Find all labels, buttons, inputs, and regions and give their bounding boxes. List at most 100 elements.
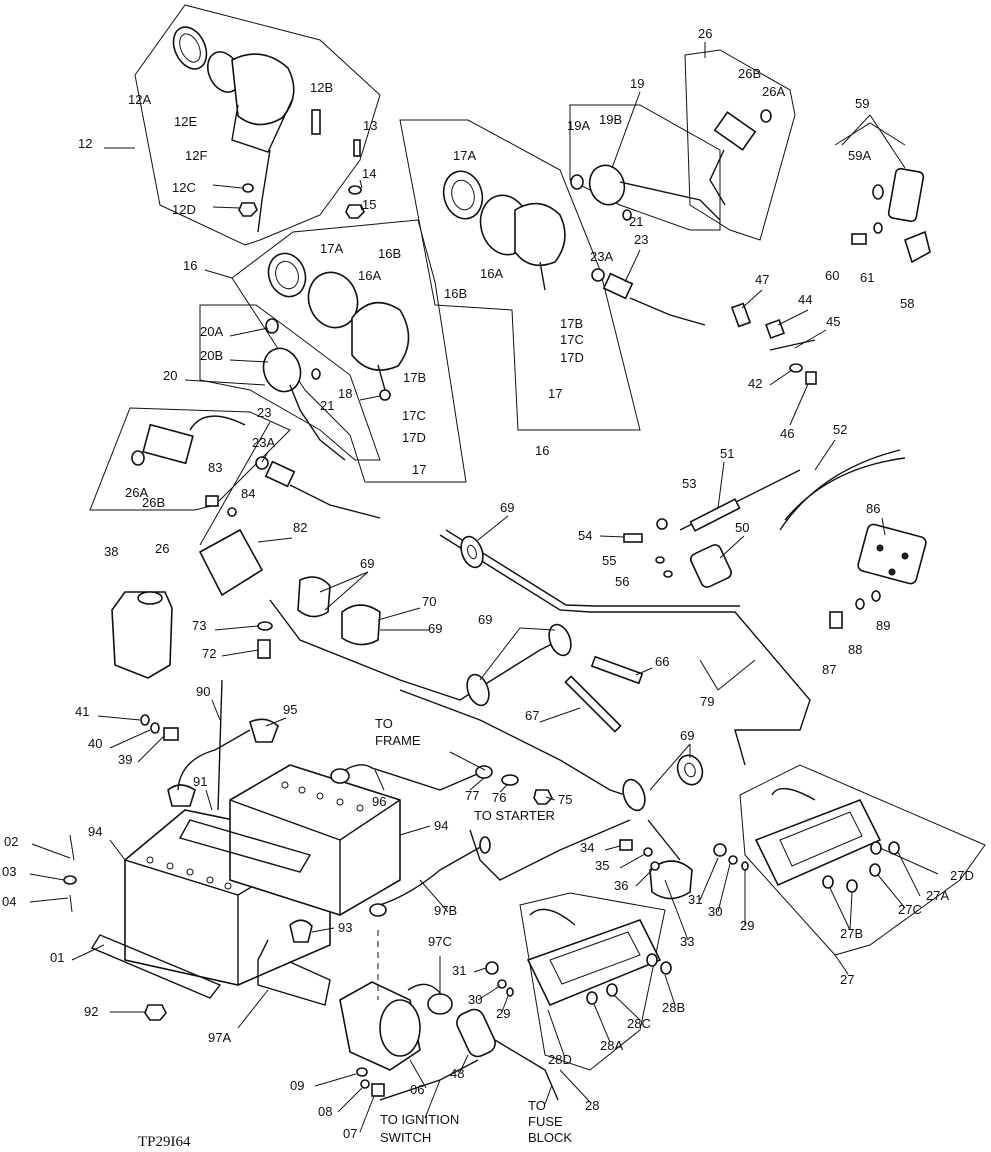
callout-27a: 27A [926, 888, 949, 903]
pin-04 [69, 894, 73, 913]
callout-03: 03 [2, 864, 16, 879]
callout-53: 53 [682, 476, 696, 491]
callout-42: 42 [748, 376, 762, 391]
callout-09: 09 [290, 1078, 304, 1093]
lamp-ring-17a-right [442, 170, 484, 220]
grommet-69-d [622, 778, 646, 812]
tail-lamp-27 [754, 787, 900, 893]
callout-97a: 97A [208, 1030, 231, 1045]
callout-40: 40 [88, 736, 102, 751]
tank-38 [111, 591, 173, 679]
clamp-93 [289, 919, 313, 943]
callout-91: 91 [193, 774, 207, 789]
bulb-27b-1 [822, 875, 834, 889]
horn-33 [619, 819, 749, 900]
cable-96 [341, 764, 483, 791]
callout-29: 29 [496, 1006, 510, 1021]
grommet-69-e [676, 754, 704, 786]
tail-lamp-body-27 [754, 798, 882, 887]
cover-plate-82 [198, 528, 264, 597]
callout-31: 31 [452, 963, 466, 978]
grommet-21-left [311, 368, 321, 380]
grommet-69-a [460, 535, 484, 569]
callout-75: 75 [558, 792, 572, 807]
screw-07 [371, 1083, 385, 1097]
reservoir-38 [111, 591, 179, 741]
bulb-19a [570, 174, 584, 190]
bulb-27b-2 [846, 879, 858, 893]
cable-assembly-51 [623, 449, 906, 588]
lamp-housing-26b-right [713, 111, 757, 151]
callout-33: 33 [680, 934, 694, 949]
routing-note: TO [375, 716, 393, 731]
callout-08: 08 [318, 1104, 332, 1119]
callout-16b: 16B [378, 246, 401, 261]
nut-31-upper [713, 843, 727, 857]
callout-84: 84 [241, 486, 255, 501]
bulb-26a-right [760, 109, 772, 123]
callout-30: 30 [468, 992, 482, 1007]
callout-77: 77 [465, 788, 479, 803]
callout-28b: 28B [662, 1000, 685, 1015]
callout-23a: 23A [590, 249, 613, 264]
callout-31: 31 [688, 892, 702, 907]
washer-29-lower [506, 987, 514, 997]
callout-50: 50 [735, 520, 749, 535]
bulb-28b-2 [660, 961, 672, 975]
callout-97c: 97C [428, 934, 452, 949]
tie-67 [564, 675, 622, 733]
connector-23-left [264, 460, 296, 488]
callout-17: 17 [412, 462, 426, 477]
callout-41: 41 [75, 704, 89, 719]
battery-pair-94 [63, 679, 401, 1021]
solenoid-06 [339, 930, 559, 1101]
screw-83 [205, 495, 219, 507]
callout-28d: 28D [548, 1052, 572, 1067]
ring-terminal-77 [475, 765, 493, 779]
callout-20b: 20B [200, 348, 223, 363]
bulb-28b-1 [646, 953, 658, 967]
washer-40 [150, 722, 160, 734]
cable-97b-starter-end [479, 836, 491, 854]
callout-79: 79 [700, 694, 714, 709]
callout-73: 73 [192, 618, 206, 633]
washer-14 [348, 185, 362, 195]
headlamp-16-left [267, 252, 410, 401]
callout-21: 21 [629, 214, 643, 229]
relay-86 [829, 523, 927, 629]
outline-group-59 [834, 122, 906, 146]
callout-90: 90 [196, 684, 210, 699]
callout-13: 13 [363, 118, 377, 133]
terminal-clamp [167, 784, 196, 807]
cable-97b [379, 844, 485, 906]
hold-down-91 [178, 819, 312, 873]
main-harness-79 [269, 529, 811, 881]
outline-group-16-left [231, 219, 467, 483]
callout-54: 54 [578, 528, 592, 543]
callout-16b: 16B [444, 286, 467, 301]
callout-16a: 16A [358, 268, 381, 283]
outline-group-19 [569, 104, 721, 231]
bulb-59a [872, 184, 884, 200]
bulb-27c [869, 863, 881, 877]
nut-15 [345, 204, 365, 219]
bulb-47 [730, 302, 752, 328]
callout-55: 55 [602, 553, 616, 568]
callout-12c: 12C [172, 180, 196, 195]
lamp-20b [262, 347, 302, 393]
callout-30: 30 [708, 904, 722, 919]
callout-60: 60 [825, 268, 839, 283]
callout-26b: 26B [142, 495, 165, 510]
grommet-21-right [622, 209, 632, 221]
nut-31-lower [485, 961, 499, 975]
callout-47: 47 [755, 272, 769, 287]
bulb-28c [606, 983, 618, 997]
warning-lamp-26-left [131, 415, 246, 466]
plate-82 [198, 495, 264, 597]
washer-42 [789, 363, 803, 373]
routing-note: SWITCH [380, 1130, 431, 1145]
nut-92 [144, 1004, 167, 1021]
callout-59a: 59A [848, 148, 871, 163]
callout-97b: 97B [434, 903, 457, 918]
callout-23a: 23A [252, 435, 275, 450]
